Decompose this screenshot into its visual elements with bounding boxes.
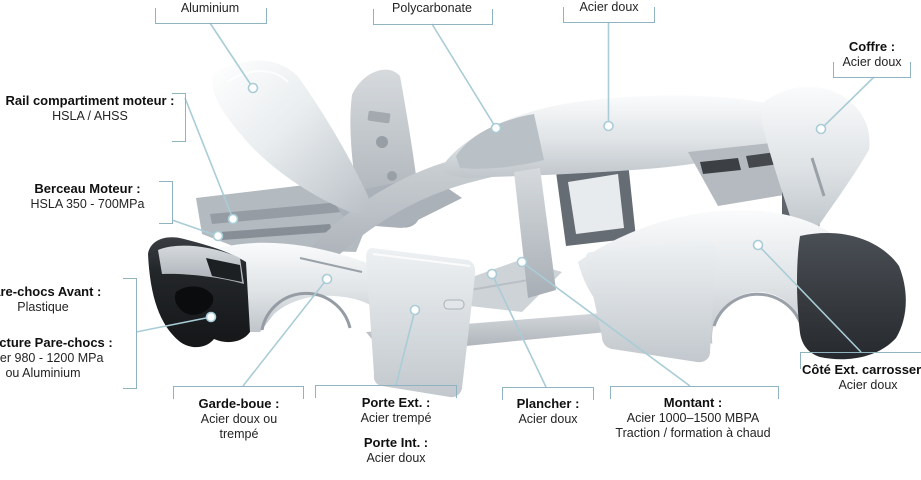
leader-berceau bbox=[171, 219, 219, 237]
leader-capot bbox=[209, 22, 254, 89]
leader-rail bbox=[184, 97, 234, 220]
leader-dot-toit bbox=[603, 120, 614, 132]
label-toit: Toit : Acier doux bbox=[579, 0, 639, 14]
leader-dot-porte bbox=[409, 304, 421, 316]
leader-porte bbox=[395, 309, 416, 386]
leader-dot-montant bbox=[516, 256, 528, 268]
label-coffre-title: Coffre : bbox=[848, 39, 896, 54]
bracket-berceau bbox=[159, 181, 173, 224]
leader-toit-ouvrant bbox=[431, 23, 497, 129]
rear-bumper bbox=[797, 232, 906, 360]
label-plancher: Plancher : Acier doux bbox=[486, 396, 610, 427]
bracket-garde-boue bbox=[173, 386, 304, 399]
leader-dot-capot bbox=[247, 82, 259, 94]
bracket-rail bbox=[172, 93, 186, 142]
label-porte-ext: Porte Ext. : Acier trempé bbox=[325, 395, 467, 426]
sunroof-opening bbox=[456, 114, 544, 169]
label-cote-ext: Côté Ext. carrosserie : Acier doux bbox=[802, 362, 921, 393]
label-pare-chocs-group: Pare-chocs Avant : Plastique Structure P… bbox=[0, 284, 149, 382]
leader-dot-garde-boue bbox=[321, 273, 333, 285]
bracket-montant bbox=[610, 386, 779, 399]
label-plancher-title: Plancher : bbox=[516, 396, 580, 411]
label-coffre: Coffre : Acier doux bbox=[807, 39, 921, 70]
leader-pare-chocs bbox=[135, 316, 212, 333]
label-porte-int: Porte Int. : Acier doux bbox=[325, 435, 467, 466]
label-rail-title: Rail compartiment moteur : bbox=[5, 93, 175, 108]
bracket-toit-ouvrant bbox=[373, 9, 493, 25]
trunk-lid bbox=[761, 86, 870, 232]
bracket-pare-chocs bbox=[123, 278, 137, 389]
leader-dot-coffre bbox=[815, 123, 827, 135]
leader-cote-ext bbox=[757, 244, 862, 353]
leader-lines bbox=[135, 22, 875, 388]
leader-plancher bbox=[491, 273, 547, 388]
leader-dot-rail bbox=[227, 213, 239, 225]
bracket-capot bbox=[155, 8, 267, 24]
label-porte-ext-title: Porte Ext. : bbox=[361, 395, 431, 410]
label-berceau: Berceau Moteur : HSLA 350 - 700MPa bbox=[5, 181, 170, 212]
leader-dot-plancher bbox=[486, 268, 498, 280]
label-montant-title: Montant : bbox=[663, 395, 723, 410]
label-capot: Capot : Aluminium bbox=[135, 0, 285, 16]
label-montant: Montant : Acier 1000–1500 MBPA Traction … bbox=[598, 395, 788, 442]
leader-garde-boue bbox=[242, 278, 328, 387]
label-cote-ext-title: Côté Ext. carrosserie : bbox=[802, 362, 921, 377]
leader-coffre bbox=[820, 76, 875, 130]
leader-dot-toit-ouvrant bbox=[490, 122, 502, 134]
leader-dot-cote-ext bbox=[752, 239, 764, 251]
bracket-plancher bbox=[502, 387, 594, 400]
spacer bbox=[0, 315, 149, 321]
label-porte-int-title: Porte Int. : bbox=[363, 435, 429, 450]
leader-montant bbox=[521, 261, 691, 387]
label-pare-chocs-avant-title: Pare-chocs Avant : bbox=[0, 284, 102, 299]
leader-dot-pare-chocs bbox=[205, 311, 217, 323]
rear-door-panel bbox=[585, 240, 716, 363]
label-garde-boue: Garde-boue : Acier doux ou trempé bbox=[168, 396, 310, 443]
label-garde-boue-title: Garde-boue : bbox=[198, 396, 280, 411]
leader-dot-berceau bbox=[212, 230, 224, 242]
bracket-toit bbox=[563, 7, 655, 23]
label-structure-pare-chocs-title: Structure Pare-chocs : bbox=[0, 335, 113, 350]
bracket-cote-ext bbox=[800, 352, 921, 369]
label-rail: Rail compartiment moteur : HSLA / AHSS bbox=[0, 93, 180, 124]
hood-panel bbox=[212, 60, 369, 214]
label-berceau-title: Berceau Moteur : bbox=[34, 181, 141, 196]
bracket-porte bbox=[315, 385, 457, 398]
bracket-coffre bbox=[833, 62, 911, 78]
label-toit-ouvrant: Toit ouvrant : Polycarbonate bbox=[357, 0, 507, 16]
front-door-panel bbox=[366, 248, 476, 398]
